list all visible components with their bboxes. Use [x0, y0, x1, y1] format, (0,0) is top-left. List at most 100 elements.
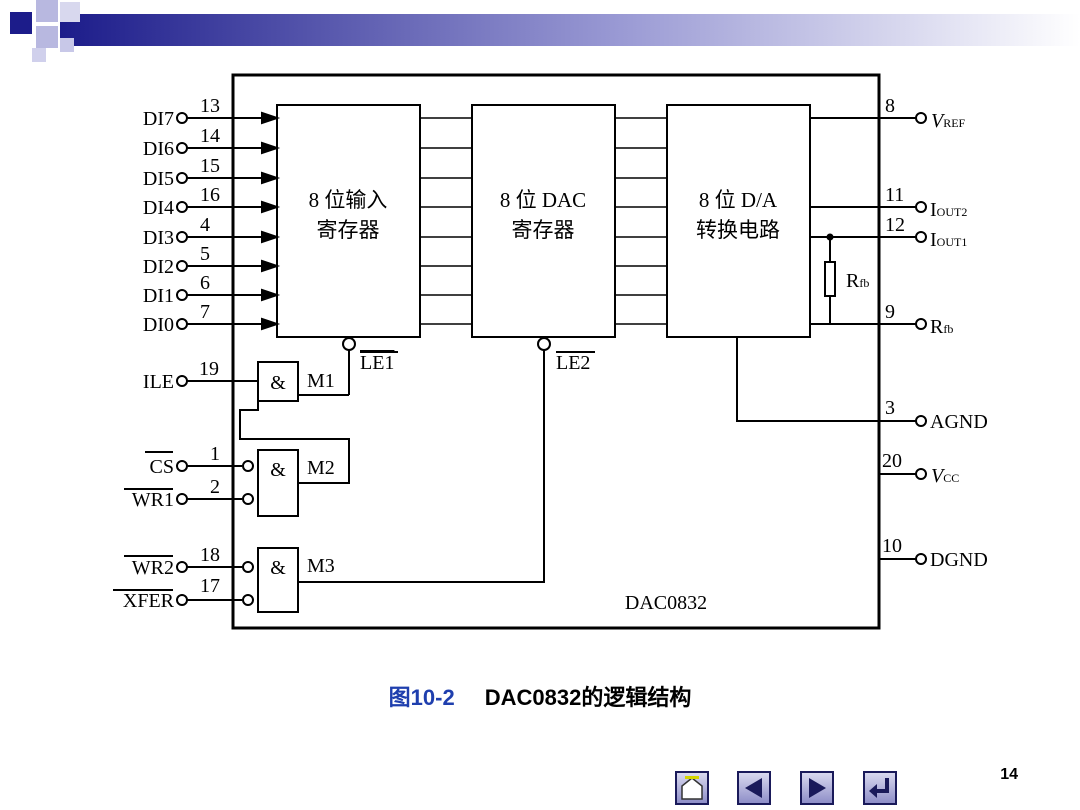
wr2-pin-number: 18: [200, 544, 220, 566]
vcc-label-sub: CC: [943, 471, 959, 485]
dgnd-pin: 10 DGND: [879, 535, 988, 571]
rfb-pin: 9 Rfb: [810, 301, 953, 338]
feedback-resistor: Rfb: [824, 233, 869, 324]
wr2-pin: 18 WR2: [124, 544, 254, 579]
data-pin-number: 5: [200, 243, 210, 265]
iout2-label-sub: OUT2: [937, 205, 968, 219]
converter-label-2: 转换电路: [696, 218, 780, 242]
m2-to-m1-wire: [239, 401, 350, 484]
xfer-label: XFER: [123, 590, 175, 612]
figure-number: 图10-2: [388, 685, 455, 710]
data-pin-number: 13: [200, 95, 220, 117]
ile-pin-number: 19: [199, 358, 219, 380]
input-register-label-1: 8 位输入: [309, 188, 388, 212]
gate-m1-symbol: &: [270, 372, 286, 394]
rfb-pin-number: 9: [885, 301, 895, 323]
gate-m3: & M3: [257, 547, 335, 613]
le2-label: LE2: [556, 352, 590, 374]
previous-button[interactable]: [737, 771, 771, 805]
xfer-pin: 17 XFER: [113, 575, 254, 612]
vref-pin-number: 8: [885, 95, 895, 117]
rfb-label-sub: fb: [943, 322, 953, 336]
wr1-pin: 2 WR1: [124, 476, 254, 511]
vcc-pin: 20 VCC: [879, 450, 959, 487]
cs-pin-number: 1: [210, 443, 220, 465]
agnd-pin: 3 AGND: [736, 337, 988, 433]
gate-m3-label: M3: [307, 555, 335, 577]
gate-m2-symbol: &: [270, 459, 286, 481]
converter-block: 8 位 D/A 转换电路: [666, 104, 811, 338]
le1-label: LE1: [360, 352, 394, 374]
svg-text:IOUT2: IOUT2: [930, 199, 967, 221]
gate-m3-symbol: &: [270, 557, 286, 579]
return-icon: [869, 778, 889, 798]
data-pin-label: DI2: [143, 256, 174, 278]
next-arrow-icon: [809, 778, 826, 798]
home-icon: [681, 776, 703, 800]
data-pin-number: 7: [200, 301, 210, 323]
iout1-pin-number: 12: [885, 214, 905, 236]
rfb-internal-label: R: [846, 270, 860, 292]
xfer-pin-number: 17: [200, 575, 220, 597]
data-pin-number: 15: [200, 155, 220, 177]
data-pin-label: DI7: [143, 108, 174, 130]
converter-label-1: 8 位 D/A: [699, 188, 778, 212]
cs-pin: 1 CS: [145, 443, 254, 478]
header-decoration: [10, 0, 1080, 62]
data-pin-label: DI1: [143, 285, 174, 307]
ile-pin: 19 ILE: [143, 358, 258, 393]
rfb-label: R: [930, 316, 944, 338]
prev-arrow-icon: [745, 778, 762, 798]
data-pin-number: 14: [200, 125, 220, 147]
chip-outline: [231, 73, 881, 630]
internal-data-bus: [420, 117, 667, 325]
le2-signal: LE2: [298, 337, 595, 583]
dac0832-logic-diagram: 8 位输入 寄存器 8 位 DAC 寄存器 8 位 D/A 转换电路 13DI7…: [113, 73, 988, 630]
data-pin-label: DI4: [143, 197, 174, 219]
wr2-label: WR2: [132, 557, 174, 579]
data-pin-label: DI3: [143, 227, 174, 249]
cs-label: CS: [150, 456, 174, 478]
ile-label: ILE: [143, 371, 174, 393]
gate-m2: & M2: [257, 449, 335, 517]
iout2-pin: 11 IOUT2: [810, 184, 967, 221]
dgnd-pin-number: 10: [882, 535, 902, 557]
data-pin-label: DI6: [143, 138, 174, 160]
vref-label: V: [931, 110, 946, 132]
vcc-pin-number: 20: [882, 450, 902, 472]
data-pin-number: 6: [200, 272, 210, 294]
page-number: 14: [1000, 766, 1018, 783]
svg-text:VREF: VREF: [931, 110, 966, 132]
next-button[interactable]: [800, 771, 834, 805]
data-pin-number: 4: [200, 214, 210, 236]
iout1-label: I: [930, 229, 937, 251]
rfb-internal-label-sub: fb: [859, 276, 869, 290]
iout2-label: I: [930, 199, 937, 221]
svg-text:Rfb: Rfb: [846, 270, 869, 292]
svg-text:IOUT1: IOUT1: [930, 229, 967, 251]
dac-register-block: 8 位 DAC 寄存器: [471, 104, 616, 338]
agnd-pin-number: 3: [885, 397, 895, 419]
vref-pin: 8 VREF: [810, 95, 966, 132]
home-button[interactable]: [675, 771, 709, 805]
wr1-label: WR1: [132, 489, 174, 511]
svg-text:Rfb: Rfb: [930, 316, 953, 338]
vcc-label: V: [931, 465, 946, 487]
svg-text:VCC: VCC: [931, 465, 959, 487]
chip-name: DAC0832: [625, 592, 707, 614]
dac-register-label-2: 寄存器: [512, 218, 575, 242]
wr1-pin-number: 2: [210, 476, 220, 498]
data-pin-label: DI5: [143, 168, 174, 190]
return-button[interactable]: [863, 771, 897, 805]
input-register-block: 8 位输入 寄存器: [276, 104, 421, 338]
agnd-label: AGND: [930, 411, 988, 433]
